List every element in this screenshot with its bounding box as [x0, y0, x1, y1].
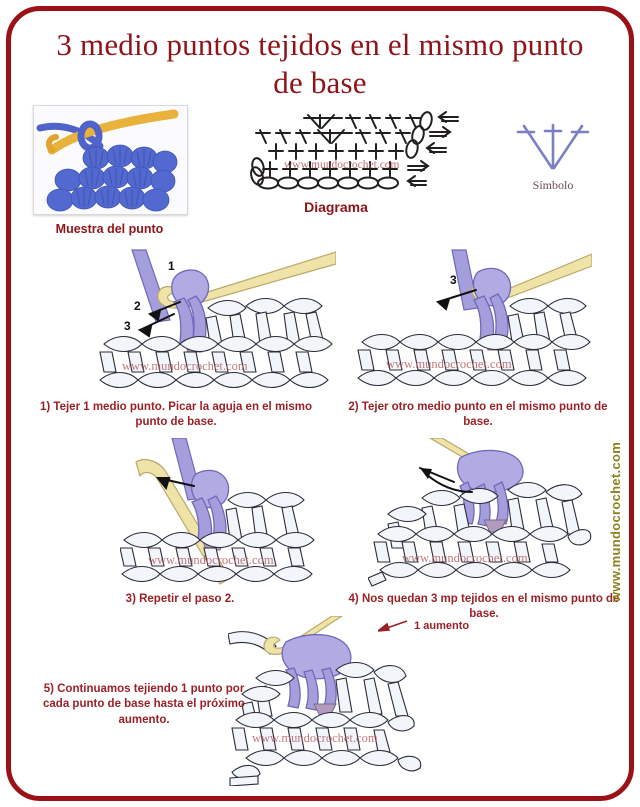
step2-illustration-svg: 3 www.mundocrochet.com: [357, 249, 593, 387]
step1-marker-1: 1: [168, 259, 175, 273]
step3-illustration-svg: www.mundocrochet.com: [119, 437, 315, 585]
step5-illustration: www.mundocrochet.com: [227, 615, 428, 791]
step2-illustration: 3 www.mundocrochet.com: [352, 248, 593, 401]
step4-illustration-svg: www.mundocrochet.com: [367, 437, 592, 587]
step4-watermark: www.mundocrochet.com: [402, 551, 528, 565]
step5-illustration-svg: www.mundocrochet.com: [227, 615, 422, 787]
sample-photo-image: [34, 106, 187, 214]
aumento-annotation: 1 aumento: [375, 620, 470, 633]
step3-illustration: www.mundocrochet.com: [119, 437, 350, 593]
step1-illustration: 1 2 3 www.mundocrochet.com: [96, 248, 337, 401]
step2-watermark: www.mundocrochet.com: [386, 357, 512, 371]
step1-marker-3: 3: [124, 319, 131, 333]
sample-photo: [33, 105, 188, 215]
step3-caption: 3) Repetir el paso 2.: [125, 593, 235, 605]
step1-illustration-svg: 1 2 3 www.mundocrochet.com: [99, 249, 337, 389]
step5-watermark: www.mundocrochet.com: [252, 731, 378, 745]
step1-marker-2: 2: [134, 299, 141, 313]
step3-watermark: www.mundocrochet.com: [148, 553, 274, 567]
step2-marker-3: 3: [450, 273, 457, 287]
sample-photo-label: Muestra del punto: [55, 222, 164, 236]
step1-caption: 1) Tejer 1 medio punto. Picar la aguja e…: [39, 401, 313, 429]
stitch-symbol-label: Símbolo: [532, 178, 574, 192]
page-title: 3 medio puntos tejidos en el mismo punto…: [56, 27, 584, 100]
stitch-symbol-svg: [516, 123, 590, 170]
aumento-leader-arrow-icon: [375, 620, 408, 633]
crochet-diagram: www.mundocrochet.com: [246, 110, 521, 192]
step1-watermark: www.mundocrochet.com: [122, 359, 248, 373]
stitch-symbol: [512, 120, 594, 178]
sidebar-website-url: www.mundocrochet.com: [608, 441, 623, 602]
step5-caption: 5) Continuamos tejiendo 1 punto por cada…: [43, 683, 245, 726]
diagram-label: Diagrama: [304, 199, 368, 215]
aumento-annotation-text: 1 aumento: [414, 620, 470, 632]
diagram-watermark: www.mundocrochet.com: [284, 159, 400, 171]
crochet-sample-svg: [34, 106, 187, 214]
crochet-diagram-svg: www.mundocrochet.com: [250, 111, 459, 190]
step4-illustration: www.mundocrochet.com: [367, 437, 598, 593]
step4-caption: 4) Nos quedan 3 mp tejidos en el mismo p…: [348, 593, 620, 621]
step2-caption: 2) Tejer otro medio punto en el mismo pu…: [348, 401, 608, 429]
